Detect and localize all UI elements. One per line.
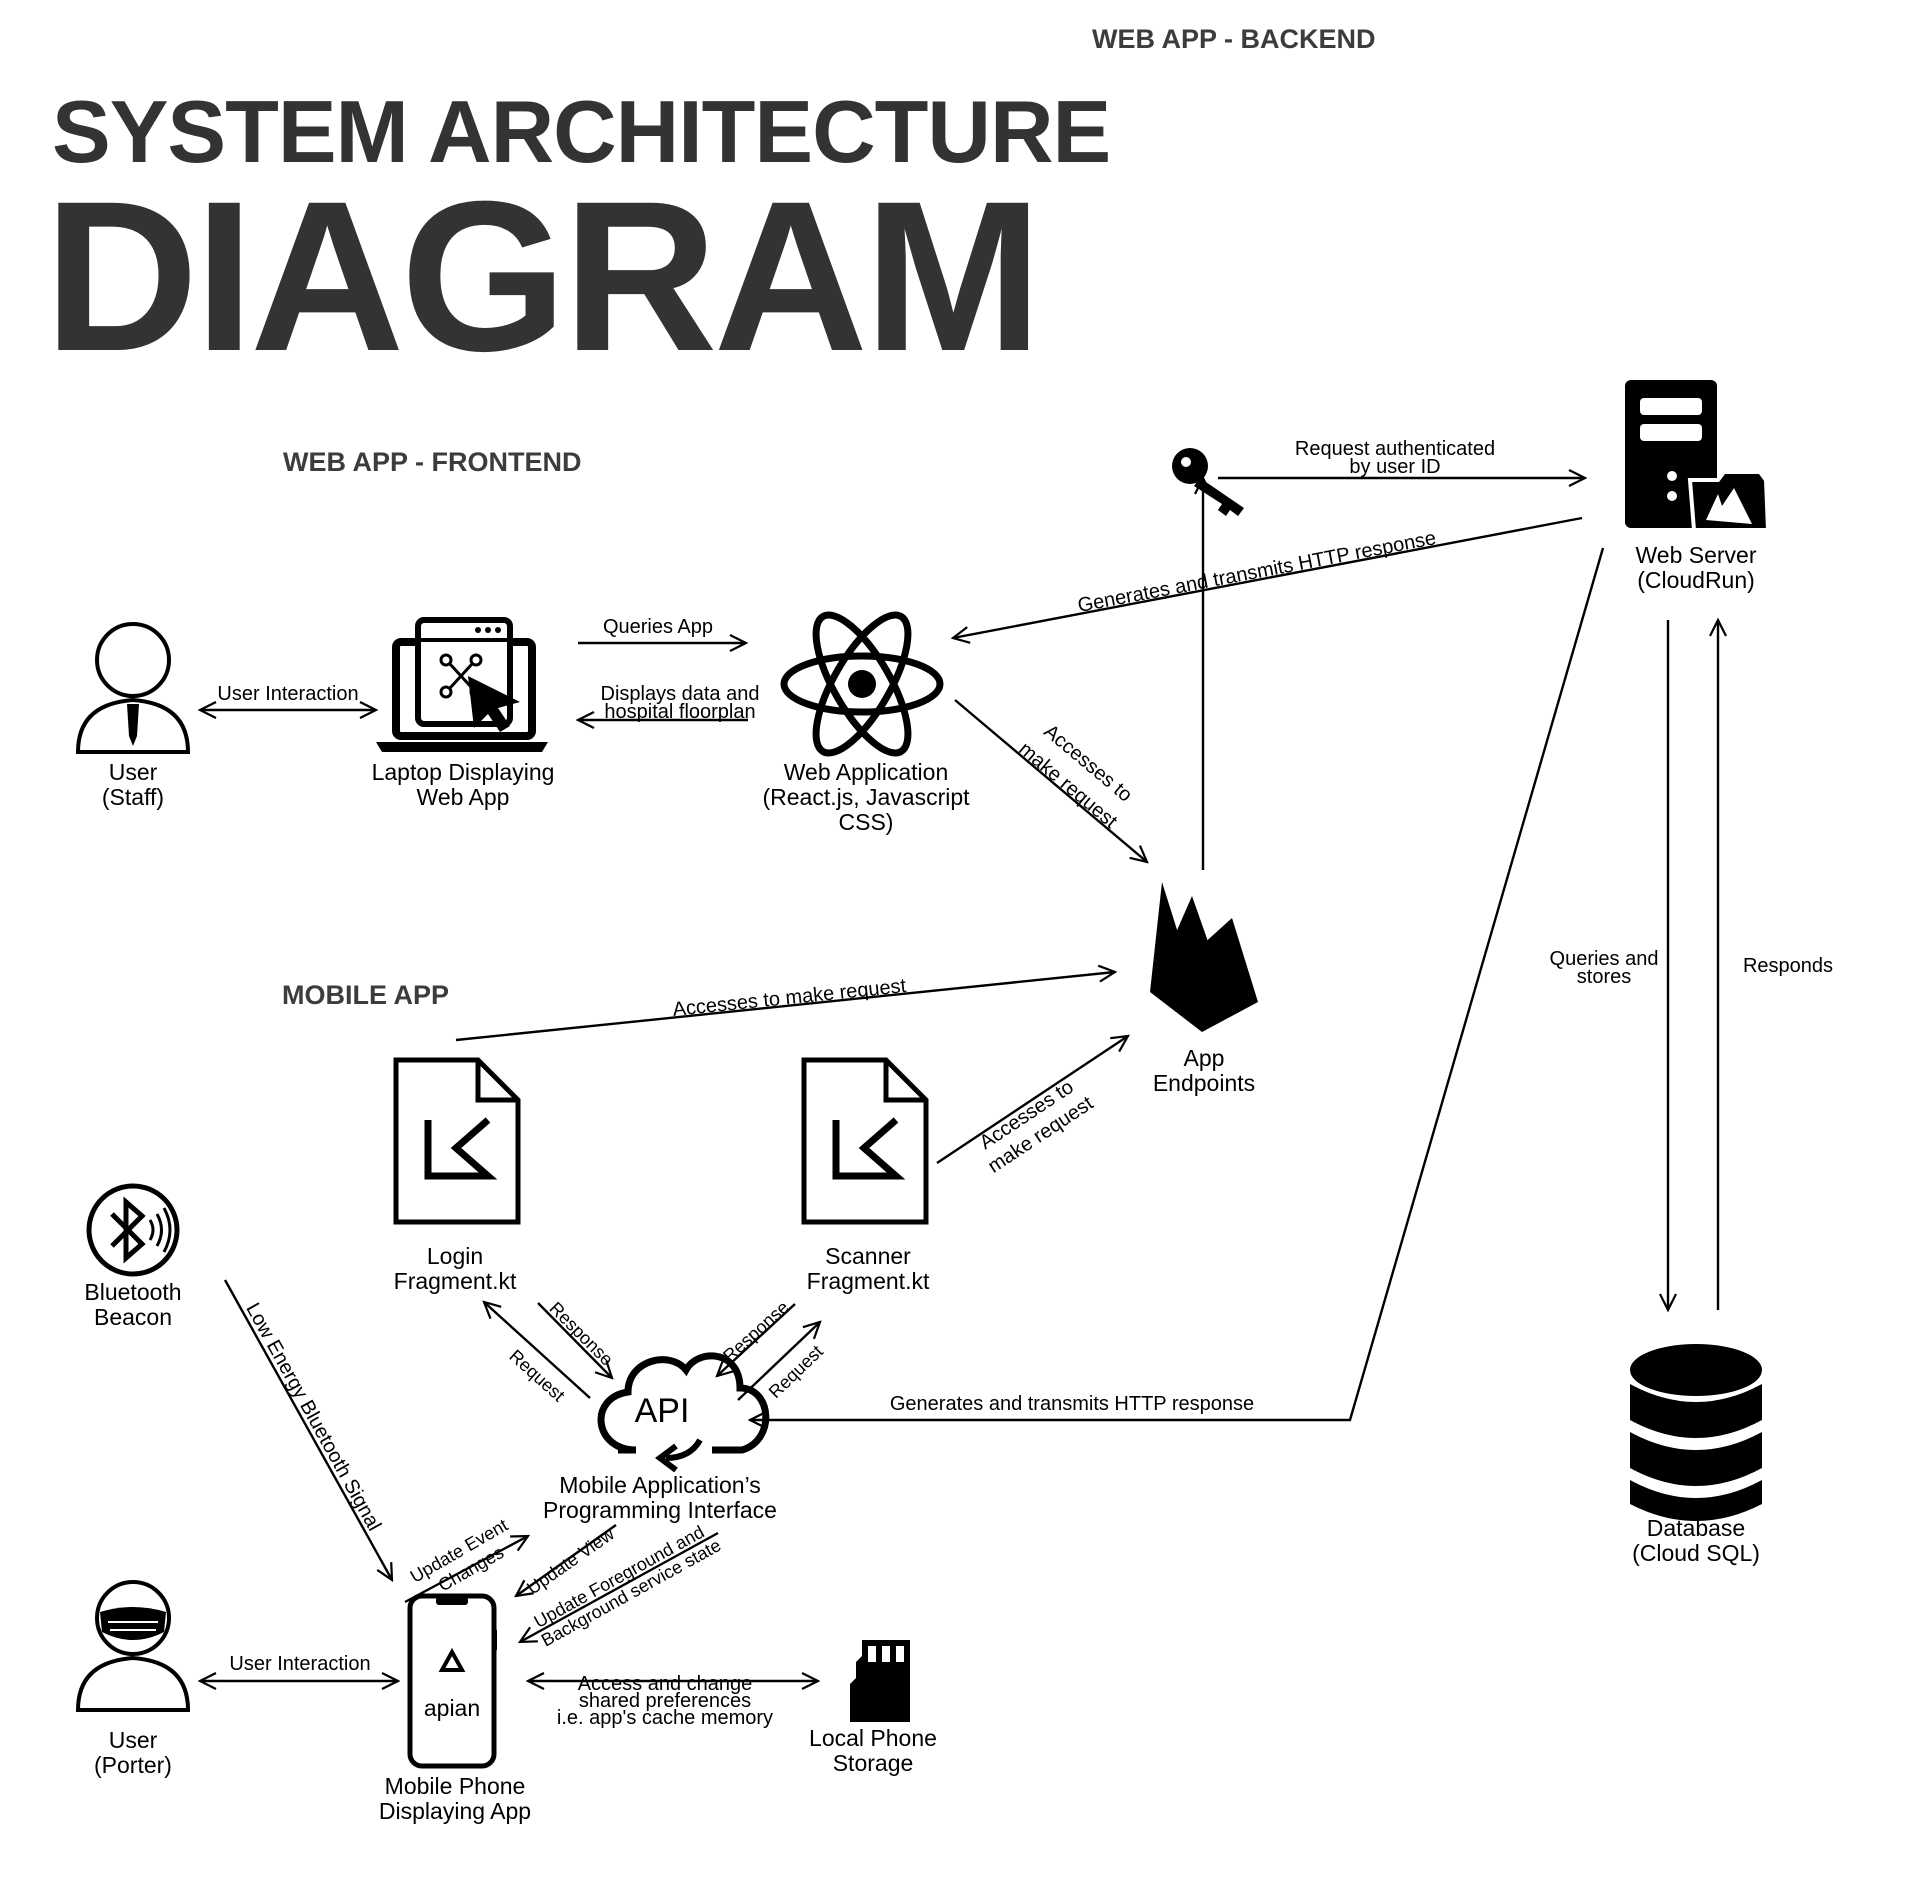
node-label: Local Phone (809, 1725, 937, 1751)
edge-label: Queries App (603, 616, 713, 638)
api-icon-label: API (635, 1392, 690, 1430)
node-label: Programming Interface (543, 1497, 777, 1523)
edge-label: Generates and transmits HTTP response (890, 1393, 1254, 1415)
node-label: (React.js, Javascript (762, 784, 970, 810)
edge-label: User Interaction (217, 683, 358, 705)
edge-label: Request authenticated (1295, 438, 1495, 460)
node-label: App (1184, 1045, 1225, 1071)
database-icon (1630, 1344, 1762, 1521)
edge-label: hospital floorplan (604, 701, 755, 723)
edge-http-response-api (750, 547, 1605, 1420)
node-label: Displaying App (379, 1798, 531, 1824)
edge-label: Responds (1743, 955, 1833, 977)
phone-brand-label: apian (424, 1695, 480, 1721)
edge-label: Access and change (578, 1673, 753, 1695)
edge-label: Response (546, 1298, 617, 1369)
diagram-title-line2: DIAGRAM (44, 157, 1042, 396)
node-label: Storage (833, 1750, 914, 1776)
section-label-mobile: MOBILE APP (282, 980, 450, 1010)
react-logo-icon (780, 611, 944, 757)
edge-bluetooth-signal (223, 1279, 392, 1580)
node-label: Laptop Displaying (372, 759, 555, 785)
bluetooth-beacon-icon (86, 1183, 180, 1277)
node-label: (CloudRun) (1637, 567, 1755, 593)
edge-update-event (404, 1536, 528, 1604)
edge-label: Response (719, 1297, 793, 1366)
sd-card-icon (850, 1640, 910, 1722)
edge-label: stores (1577, 966, 1631, 988)
edge-label: Generates and transmits HTTP response (1076, 527, 1438, 617)
section-label-backend: WEB APP - BACKEND (1092, 24, 1376, 54)
mobile-phone-icon: apian (407, 1593, 497, 1769)
node-label: Mobile Application’s (559, 1472, 761, 1498)
edge-web-app-to-endpoints (954, 699, 1147, 862)
kotlin-file-icon (801, 1057, 929, 1225)
node-label: Bluetooth (84, 1279, 181, 1305)
edge-label: by user ID (1349, 456, 1440, 478)
node-label: Fragment.kt (394, 1268, 517, 1294)
node-label: Scanner (825, 1243, 911, 1269)
edge-http-response-web (953, 516, 1583, 638)
node-label: User (109, 1727, 158, 1753)
user-staff-icon (75, 622, 191, 754)
edge-label: Queries and (1550, 948, 1659, 970)
laptop-icon (376, 617, 548, 752)
edge-label: shared preferences (579, 1690, 751, 1712)
edge-label: Request (765, 1341, 827, 1402)
key-icon (1172, 448, 1244, 516)
node-label: (Staff) (102, 784, 164, 810)
edge-login-request (484, 1302, 591, 1399)
node-label: Database (1647, 1515, 1745, 1541)
node-label: Web App (417, 784, 510, 810)
edge-scanner-to-endpoints (936, 1036, 1128, 1164)
edge-label: i.e. app's cache memory (557, 1707, 773, 1729)
node-label: (Porter) (94, 1752, 172, 1778)
node-label: Mobile Phone (385, 1773, 526, 1799)
user-porter-icon (75, 1580, 191, 1712)
edge-label: Accesses to make request (672, 975, 908, 1021)
api-cloud-icon: API (597, 1352, 770, 1473)
node-label: (Cloud SQL) (1632, 1540, 1760, 1566)
kotlin-file-icon (393, 1057, 521, 1225)
edge-login-response (537, 1302, 612, 1378)
node-label: Web Application (784, 759, 949, 785)
node-label: User (109, 759, 158, 785)
edge-update-view (516, 1524, 617, 1596)
edge-login-to-endpoints (455, 972, 1115, 1042)
node-label: Beacon (94, 1304, 172, 1330)
section-label-frontend: WEB APP - FRONTEND (283, 447, 582, 477)
diagram-title-line1: SYSTEM ARCHITECTURE (52, 82, 1111, 181)
node-label: Endpoints (1153, 1070, 1255, 1096)
web-server-icon (1625, 380, 1771, 532)
node-label: Web Server (1635, 542, 1756, 568)
edge-label: User Interaction (229, 1653, 370, 1675)
node-label: Login (427, 1243, 483, 1269)
edge-label: Request (505, 1346, 568, 1406)
node-label: Fragment.kt (807, 1268, 930, 1294)
edge-update-service (520, 1531, 719, 1642)
edge-label: Displays data and (601, 683, 760, 705)
firebase-icon (1150, 882, 1258, 1032)
edge-label: Low Energy Bluetooth Signal (241, 1299, 385, 1534)
node-label: CSS) (839, 809, 894, 835)
